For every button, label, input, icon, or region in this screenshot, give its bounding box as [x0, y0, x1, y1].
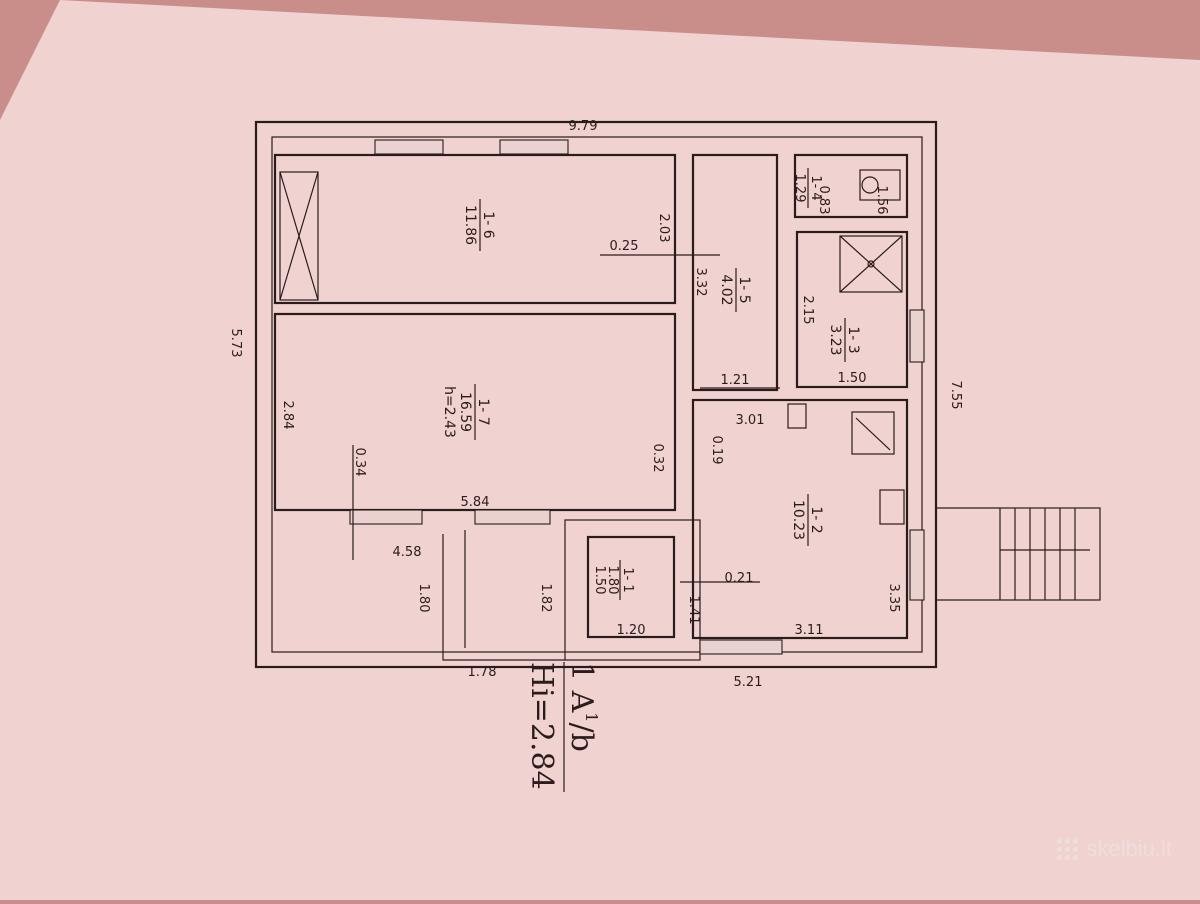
room-1-1-width: 1.50: [592, 566, 607, 595]
room-1-4-outline: [793, 153, 909, 219]
porch-outline: [442, 534, 565, 661]
stamp-line2: Hi=2.84: [524, 662, 559, 790]
room-1-1-label: 1- 1 1.80 1.50: [592, 560, 635, 600]
dim-4-58: 4.58: [393, 545, 422, 560]
dim-2-84: 2.84: [280, 401, 295, 430]
dim-9-79: 9.79: [569, 119, 598, 134]
dim-0-83: 0.83: [816, 186, 831, 215]
dim-3-32: 3.32: [693, 268, 708, 297]
outer-wall-inner: [271, 136, 923, 653]
room-1-5-id: 1- 5: [736, 276, 752, 303]
dim-5-84: 5.84: [461, 495, 490, 510]
dim-5-73: 5.73: [228, 329, 243, 358]
dim-0-21: 0.21: [725, 571, 754, 586]
room-1-7-label: 1- 7 16.59 h=2.43: [441, 384, 491, 440]
stamp-line1: 1 A: [564, 662, 599, 713]
room-1-6-label: 1- 6 11.86: [462, 199, 496, 251]
room-1-4-area: 1.29: [792, 174, 807, 203]
dim-1-50: 1.50: [838, 371, 867, 386]
room-1-3-outline: [795, 230, 909, 389]
plan-stamp: 1 A1/b Hi=2.84: [524, 662, 601, 792]
stove-icon: [879, 489, 905, 525]
toilet-icon: [859, 169, 901, 201]
room-1-6-id: 1- 6: [480, 211, 496, 238]
svg-text:1 A1/b: 1 A1/b: [564, 662, 601, 752]
room-1-4-id: 1- 4: [808, 175, 823, 200]
dim-7-55: 7.55: [948, 381, 963, 410]
watermark: skelbiu.lt: [1057, 836, 1172, 862]
dim-1-41: 1.41: [686, 596, 701, 625]
room-1-2-outline: [691, 398, 909, 640]
dim-2-15: 2.15: [800, 296, 815, 325]
room-1-5-label: 1- 5 4.02: [718, 268, 752, 312]
stove-box: [279, 171, 319, 301]
dim-3-01: 3.01: [736, 413, 765, 428]
dim-1-80: 1.80: [416, 584, 431, 613]
stamp-suffix: /b: [564, 722, 599, 751]
dim-0-25: 0.25: [610, 239, 639, 254]
dim-3-35: 3.35: [886, 584, 901, 613]
stamp-superscript: 1: [582, 712, 601, 722]
dim-5-21: 5.21: [734, 675, 763, 690]
dim-1-82: 1.82: [538, 584, 553, 613]
dim-3-11: 3.11: [795, 623, 824, 638]
vestibule-outline: [564, 519, 701, 661]
room-1-1-outline: [586, 535, 676, 639]
room-1-2-label: 1- 2 10.23: [790, 494, 824, 546]
room-1-7-area: 16.59: [457, 392, 473, 432]
room-1-2-area: 10.23: [790, 500, 806, 540]
room-1-5-outline: [691, 153, 779, 392]
room-1-6-outline: [273, 153, 677, 305]
sink-icon: [851, 411, 895, 455]
dim-1-78: 1.78: [468, 665, 497, 680]
room-1-3-id: 1- 3: [845, 326, 861, 353]
dim-1-21: 1.21: [721, 373, 750, 388]
shower-tray-icon: [839, 235, 903, 293]
entrance-stairs: [936, 507, 1101, 601]
appliance-icon: [787, 403, 807, 429]
dim-1-20: 1.20: [617, 623, 646, 638]
dim-2-03: 2.03: [656, 214, 671, 243]
room-1-1-id: 1- 1: [620, 567, 635, 592]
room-1-6-area: 11.86: [462, 205, 478, 245]
watermark-text: skelbiu.lt: [1086, 836, 1172, 861]
room-1-4-label: 1- 4 1.29: [792, 168, 823, 208]
room-1-3-label: 1- 3 3.23: [827, 318, 861, 362]
windows: [349, 139, 925, 655]
room-1-2-id: 1- 2: [808, 506, 824, 533]
room-1-7-height: h=2.43: [441, 386, 457, 438]
outer-wall-outer: [254, 120, 938, 669]
dim-1-56: 1.56: [874, 186, 889, 215]
room-1-5-area: 4.02: [718, 274, 734, 305]
dim-0-19: 0.19: [709, 436, 724, 465]
watermark-dots-icon: [1057, 838, 1079, 860]
dim-0-32: 0.32: [650, 444, 665, 473]
room-1-1-area: 1.80: [605, 566, 620, 595]
room-1-7-id: 1- 7: [475, 398, 491, 425]
room-1-3-area: 3.23: [827, 324, 843, 355]
dim-0-34: 0.34: [352, 448, 367, 477]
